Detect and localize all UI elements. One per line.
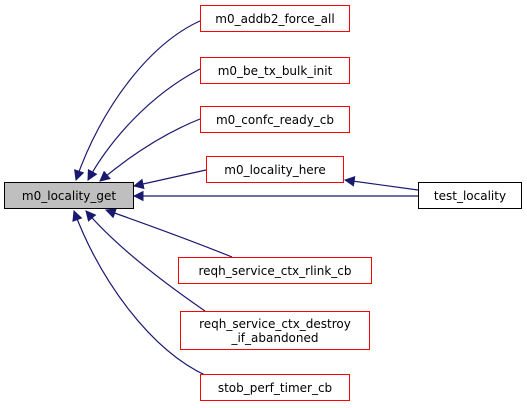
node-m0-confc-ready-cb[interactable]: m0_confc_ready_cb <box>200 106 350 133</box>
edge-confc-to-focus <box>99 118 201 182</box>
node-m0-addb2-force-all[interactable]: m0_addb2_force_all <box>200 5 350 32</box>
edge-addb2-to-focus <box>74 17 208 182</box>
node-label: m0_be_tx_bulk_init <box>217 63 333 78</box>
node-label: m0_locality_here <box>224 162 326 177</box>
node-m0-be-tx-bulk-init[interactable]: m0_be_tx_bulk_init <box>200 57 350 84</box>
node-label: test_locality <box>433 188 507 203</box>
node-test-locality[interactable]: test_locality <box>418 182 522 209</box>
edge-be-tx-to-focus <box>87 68 201 181</box>
edge-rlink-to-focus <box>104 208 233 258</box>
edge-test-to-here <box>343 175 419 191</box>
node-label: stob_perf_timer_cb <box>217 380 333 395</box>
node-reqh-service-ctx-destroy-if-abandoned[interactable]: reqh_service_ctx_destroy _if_abandoned <box>180 311 370 350</box>
node-label: m0_confc_ready_cb <box>215 112 335 127</box>
node-m0-locality-here[interactable]: m0_locality_here <box>206 156 344 183</box>
node-reqh-service-ctx-rlink-cb[interactable]: reqh_service_ctx_rlink_cb <box>178 257 372 284</box>
node-m0-locality-get[interactable]: m0_locality_get <box>4 182 134 209</box>
node-label: m0_locality_get <box>21 188 117 203</box>
node-label: reqh_service_ctx_rlink_cb <box>198 263 352 278</box>
node-stob-perf-timer-cb[interactable]: stob_perf_timer_cb <box>200 374 350 401</box>
node-label: reqh_service_ctx_destroy _if_abandoned <box>199 316 351 345</box>
edge-destroy-to-focus <box>85 210 206 312</box>
edge-here-to-focus <box>132 169 207 190</box>
edge-stob-to-focus <box>72 209 208 377</box>
node-label: m0_addb2_force_all <box>215 11 335 26</box>
